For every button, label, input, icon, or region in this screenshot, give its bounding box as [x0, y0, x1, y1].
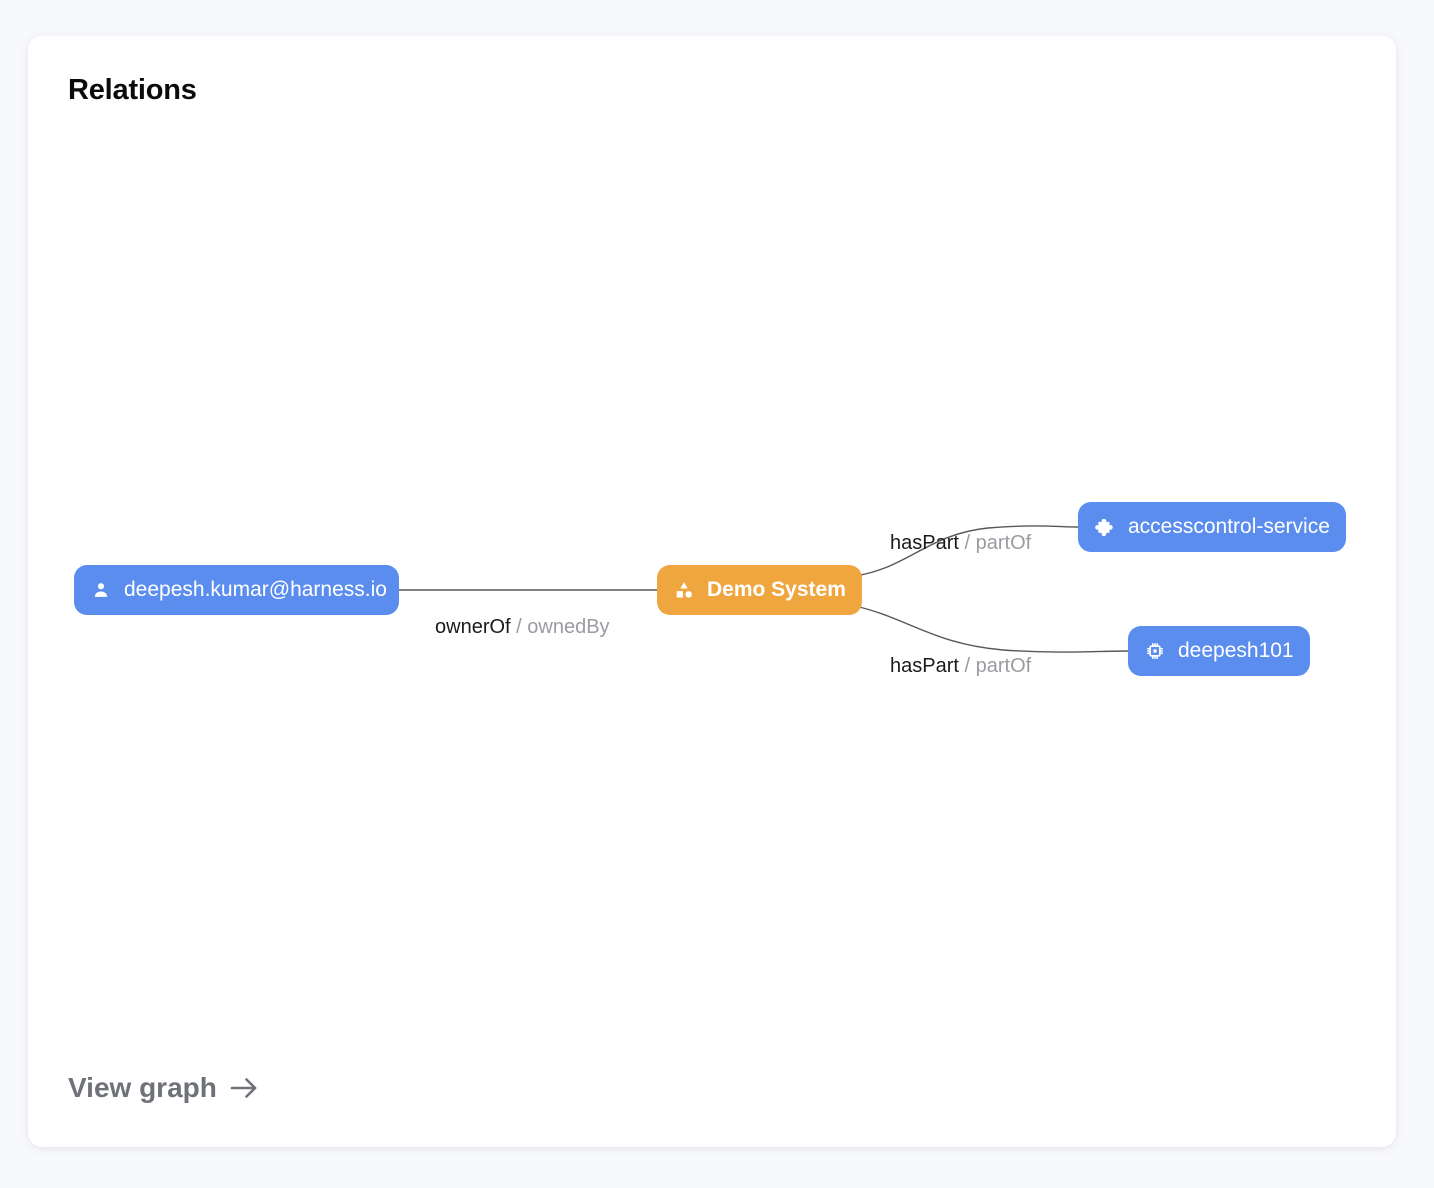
edge-label-separator: / — [964, 532, 971, 554]
view-graph-link[interactable]: View graph — [68, 1072, 259, 1104]
graph-node-accesscontrol-service[interactable]: accesscontrol-service — [1078, 502, 1346, 552]
edge-label-haspart-deepesh101: hasPart / partOf — [890, 655, 1031, 678]
relations-card: Relations deepesh.kumar@harness.io — [28, 36, 1396, 1147]
graph-node-label: Demo System — [707, 578, 846, 601]
edge-label-separator: / — [964, 655, 971, 677]
edge-label-separator: / — [516, 616, 522, 638]
cpu-chip-icon — [1144, 640, 1166, 662]
edge-label-reverse: partOf — [975, 655, 1032, 677]
graph-node-system[interactable]: Demo System — [657, 565, 862, 615]
edge-label-reverse: partOf — [975, 532, 1032, 554]
graph-node-user[interactable]: deepesh.kumar@harness.io — [74, 565, 399, 615]
person-icon — [90, 579, 112, 601]
graph-node-deepesh101[interactable]: deepesh101 — [1128, 626, 1310, 676]
relations-graph-canvas[interactable]: deepesh.kumar@harness.io Demo System acc… — [28, 36, 1396, 1147]
edge-label-reverse: ownedBy — [527, 616, 610, 638]
edge-label-ownerof: ownerOf / ownedBy — [435, 616, 610, 639]
graph-node-label: deepesh.kumar@harness.io — [124, 578, 387, 601]
puzzle-piece-icon — [1094, 516, 1116, 538]
shapes-icon — [673, 579, 695, 601]
graph-node-label: accesscontrol-service — [1128, 515, 1330, 538]
graph-node-label: deepesh101 — [1178, 639, 1294, 662]
edge-path-haspart-deepesh101 — [854, 605, 1129, 653]
view-graph-label: View graph — [68, 1072, 217, 1103]
arrow-right-icon — [229, 1075, 259, 1101]
edge-label-forward: ownerOf — [435, 616, 511, 638]
edge-label-haspart-accesscontrol: hasPart / partOf — [890, 532, 1031, 555]
page-title: Relations — [68, 74, 197, 106]
edge-label-forward: hasPart — [890, 532, 959, 554]
edge-label-forward: hasPart — [890, 655, 959, 677]
